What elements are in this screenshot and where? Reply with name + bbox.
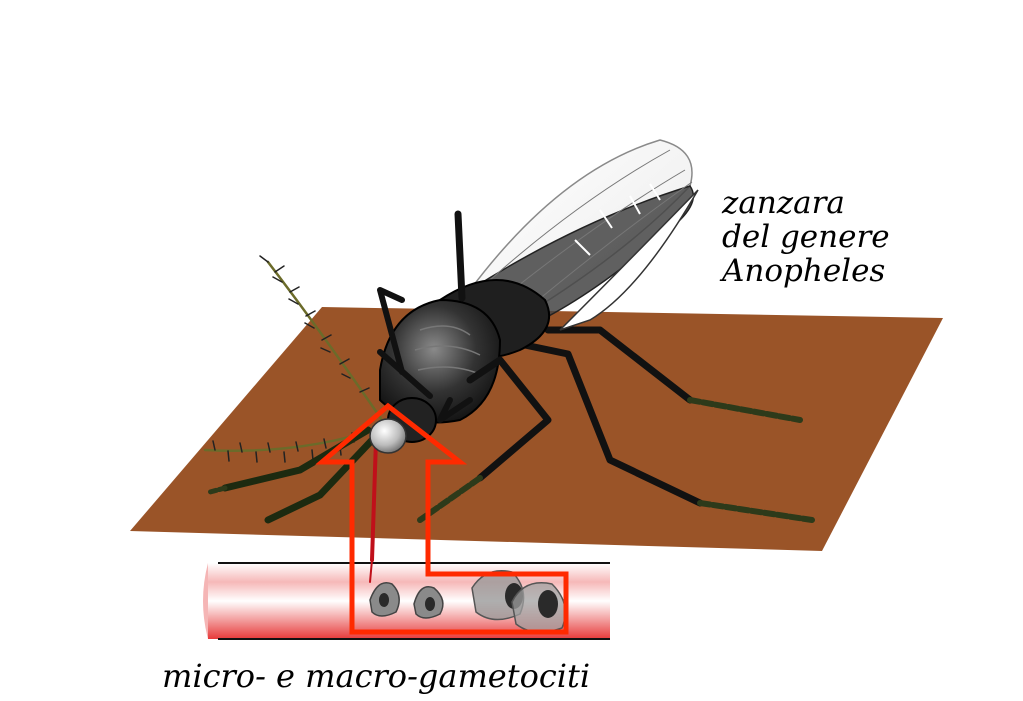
transfer-arrow	[315, 402, 569, 635]
gametocyte-cells	[369, 570, 567, 633]
gametocytes-label: micro- e macro-gametociti	[162, 657, 591, 695]
micro-gametocyte-cell	[413, 586, 444, 619]
mosquito-label-line-3: Anopheles	[722, 253, 886, 289]
micro-gametocyte-cell	[369, 582, 400, 617]
mosquito-species-label: zanzara del genere Anopheles	[722, 186, 890, 288]
macro-gametocyte-cell	[511, 582, 567, 633]
mosquito-hind-legs	[516, 326, 815, 523]
mosquito-icon	[369, 279, 550, 454]
mosquito-label-line-1: zanzara	[722, 185, 845, 221]
mosquito-eye	[369, 418, 407, 454]
mosquito-label-line-2: del genere	[722, 219, 890, 255]
